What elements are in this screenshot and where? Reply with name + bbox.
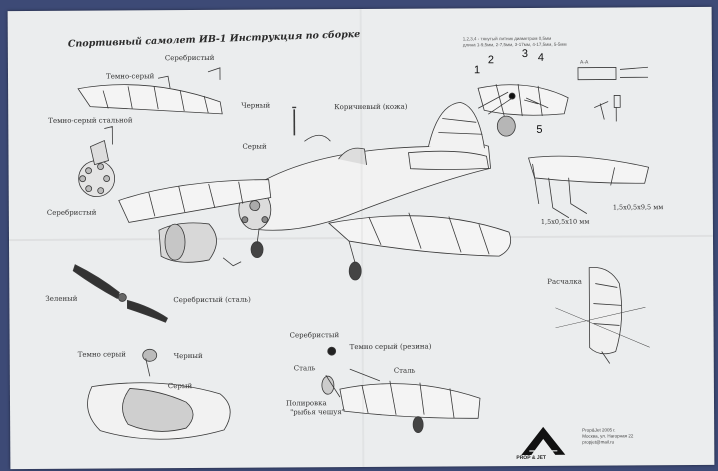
cowling-detail-drawing [87,348,231,440]
label-wing-silver: Серебристый [164,53,215,63]
callout-3: 3 [521,47,529,61]
label-tail-black: Черный [173,351,203,361]
label-dimension-2: 1,5x0,5x10 мм [540,217,590,226]
label-wing-dark-gray: Темно-серый [105,72,155,81]
section-label: A-A [579,59,589,66]
label-black: Черный [241,101,271,110]
label-gear-silver: Серебристый [289,331,340,340]
callout-5: 5 [536,123,543,136]
label-bracing: Расчалка [547,277,582,286]
brand-logo [521,426,566,456]
callout-2: 2 [487,54,495,67]
label-prop-green: Зеленый [45,294,78,303]
contact-info: Prop&Jet 2005 г. Москва, ул. Нагорная 22… [582,427,633,445]
label-engine-silver: Серебристый [46,208,97,217]
callout-1: 1 [473,64,481,77]
label-gear-dark-gray-rubber: Темно серый (резина) [349,342,432,352]
label-polish: Полировка [285,399,327,408]
propeller-drawing [72,264,169,323]
note-line-2: длина 1-9,5мм, 2-7,5мм, 3-17мм, 4-17,5мм… [462,41,567,48]
tail-fin-detail-drawing [555,266,650,364]
landing-gear-detail-drawing [321,346,481,434]
label-tail-dark-gray: Темно серый [77,350,126,359]
label-tail-gray: Серый [167,382,193,391]
aircraft-main-drawing [118,101,512,281]
label-gray: Серый [242,142,267,151]
label-prop-silver-steel: Серебристый (сталь) [173,295,251,305]
label-engine-dark-gray-steel: Темно-серый стальной [48,116,133,125]
label-gear-steel-2: Сталь [393,366,416,375]
label-cockpit-brown: Коричневый (кожа) [334,102,408,112]
brand-name: PROP & JET [516,454,547,462]
wing-strut-detail-drawing [477,66,649,137]
instruction-sheet: Спортивный самолет ИВ-1 Инструкция по сб… [7,6,715,470]
wing-part-drawing [77,67,223,115]
label-dimension-1: 1,5x0,5x9,5 мм [612,203,664,212]
engine-drawing [78,126,116,198]
assembly-drawing [72,66,650,440]
label-fish-scale: "рыбья чешуя" [290,408,346,417]
contact-line: propjet@mail.ru [582,439,615,445]
callout-4: 4 [537,51,545,64]
label-gear-steel: Сталь [293,364,316,373]
upper-wing-detail-drawing [527,155,650,219]
